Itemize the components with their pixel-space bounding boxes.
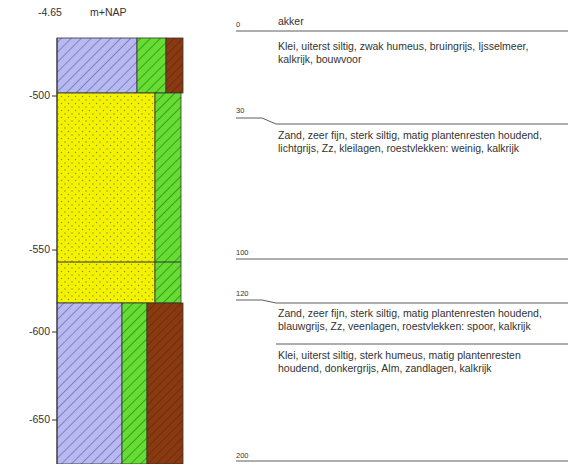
layer-description: Zand, zeer fijn, sterk siltig, matig pla… bbox=[278, 129, 558, 155]
level-value: -4.65 bbox=[38, 6, 78, 19]
axis-value: -550 bbox=[6, 243, 50, 256]
land-use: akker bbox=[278, 15, 398, 28]
depth-value: 30 bbox=[236, 104, 266, 117]
level-unit: m+NAP bbox=[90, 6, 150, 19]
layer-description: Klei, uiterst siltig, zwak humeus, bruin… bbox=[278, 40, 558, 66]
layer-description: Klei, uiterst siltig, sterk humeus, mati… bbox=[278, 349, 558, 375]
depth-value: 100 bbox=[236, 246, 266, 259]
depth-value: 120 bbox=[236, 287, 266, 300]
layer-description: Zand, zeer fijn, sterk siltig, matig pla… bbox=[278, 307, 558, 333]
depth-value: 0 bbox=[236, 18, 266, 31]
depth-value: 200 bbox=[236, 449, 266, 462]
axis-value: -600 bbox=[6, 325, 50, 338]
axis-value: -500 bbox=[6, 89, 50, 102]
axis-value: -650 bbox=[6, 413, 50, 426]
